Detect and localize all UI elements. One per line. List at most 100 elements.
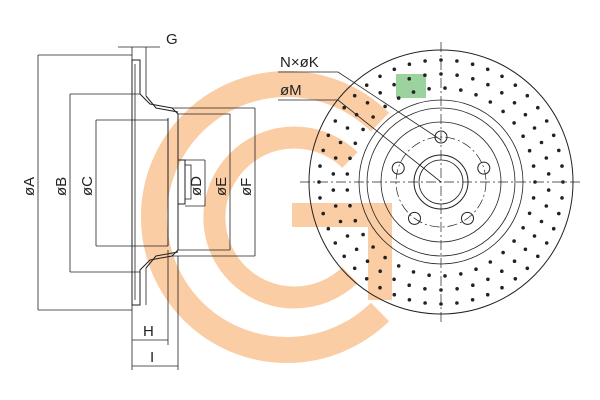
drill-hole bbox=[544, 241, 549, 245]
drill-hole bbox=[488, 260, 493, 264]
watermark-ring-inner bbox=[203, 126, 358, 309]
drill-hole bbox=[318, 164, 322, 168]
drill-hole bbox=[513, 83, 518, 87]
drill-hole bbox=[470, 62, 475, 66]
drill-hole bbox=[423, 59, 427, 63]
drill-hole bbox=[486, 82, 490, 87]
drill-hole bbox=[407, 77, 412, 81]
drill-hole bbox=[536, 105, 540, 110]
drill-hole bbox=[378, 269, 383, 274]
drill-hole bbox=[523, 247, 528, 252]
drill-hole bbox=[455, 73, 459, 77]
drill-hole bbox=[348, 156, 352, 161]
leader-nk bbox=[278, 71, 442, 141]
bolt-hole bbox=[434, 130, 448, 144]
drill-hole bbox=[532, 234, 537, 238]
drill-hole bbox=[365, 101, 370, 105]
center-bore-section bbox=[184, 164, 192, 200]
drill-hole bbox=[500, 269, 504, 274]
drill-hole bbox=[383, 255, 387, 260]
drill-hole bbox=[470, 298, 475, 302]
drill-hole bbox=[546, 188, 551, 192]
drill-hole bbox=[326, 226, 331, 231]
drill-hole bbox=[378, 285, 382, 290]
drill-hole bbox=[521, 134, 525, 138]
drill-hole bbox=[427, 87, 431, 91]
label-dim-i: I bbox=[150, 349, 154, 366]
drill-hole bbox=[485, 67, 490, 72]
drill-hole bbox=[345, 126, 350, 130]
drill-hole bbox=[539, 219, 544, 224]
label-dim-a: øA bbox=[21, 177, 38, 196]
drill-hole bbox=[523, 112, 528, 117]
drilled-holes-group bbox=[317, 58, 565, 306]
front-view: N×øK øM bbox=[278, 42, 582, 322]
drill-hole bbox=[512, 101, 517, 105]
drill-hole bbox=[407, 298, 412, 302]
drill-hole bbox=[500, 74, 504, 79]
drill-hole bbox=[560, 196, 564, 200]
drill-hole bbox=[353, 141, 358, 146]
drill-hole bbox=[345, 172, 350, 176]
side-section-view: øA øB øC øD øE øF G H I bbox=[21, 31, 256, 370]
drill-hole bbox=[512, 121, 516, 125]
drill-hole bbox=[407, 62, 412, 66]
drill-hole bbox=[378, 74, 382, 79]
drill-hole bbox=[525, 266, 530, 271]
drill-hole bbox=[551, 133, 556, 138]
label-dim-nk: N×øK bbox=[280, 54, 319, 71]
drill-hole bbox=[326, 133, 331, 138]
drill-hole bbox=[512, 259, 517, 264]
drill-hole bbox=[546, 172, 551, 176]
drill-hole bbox=[455, 59, 459, 63]
drill-hole bbox=[365, 259, 370, 264]
drill-hole bbox=[536, 254, 540, 259]
label-dim-g: G bbox=[166, 31, 178, 48]
drill-hole bbox=[396, 264, 401, 268]
drill-hole bbox=[443, 86, 447, 90]
bolt-holes-group bbox=[391, 130, 491, 225]
drill-hole bbox=[333, 119, 338, 123]
drill-hole bbox=[500, 91, 504, 95]
drill-hole bbox=[352, 93, 357, 98]
drill-hole bbox=[318, 196, 322, 200]
drill-hole bbox=[333, 241, 338, 245]
drill-hole bbox=[342, 105, 347, 110]
label-dim-b: øB bbox=[53, 177, 70, 196]
bolt-hole bbox=[408, 211, 421, 225]
drill-hole bbox=[459, 272, 463, 276]
drill-hole bbox=[364, 83, 369, 87]
drill-hole bbox=[459, 88, 463, 92]
drill-hole bbox=[471, 77, 475, 81]
drill-hole bbox=[539, 140, 544, 145]
drill-hole bbox=[354, 247, 359, 252]
label-dim-d: øD bbox=[188, 176, 205, 196]
drill-hole bbox=[488, 100, 493, 104]
drill-hole bbox=[527, 211, 532, 216]
drill-hole bbox=[525, 93, 530, 98]
drill-hole bbox=[345, 188, 350, 192]
drill-hole bbox=[557, 148, 561, 153]
drill-hole bbox=[331, 188, 336, 192]
bolt-hole bbox=[391, 161, 405, 175]
drill-hole bbox=[423, 301, 427, 305]
drill-hole bbox=[474, 267, 478, 272]
drill-hole bbox=[371, 245, 375, 249]
drill-hole bbox=[321, 148, 326, 153]
drill-hole bbox=[364, 277, 369, 281]
drill-hole bbox=[392, 277, 396, 282]
drill-hole bbox=[531, 196, 536, 200]
drill-hole bbox=[371, 115, 375, 119]
watermark-ring-outer bbox=[141, 71, 390, 363]
drill-hole bbox=[333, 204, 338, 208]
bolt-hole bbox=[477, 161, 491, 175]
drill-hole bbox=[348, 203, 352, 208]
drill-hole bbox=[512, 239, 516, 243]
drill-hole bbox=[392, 82, 396, 87]
drill-hole bbox=[338, 140, 343, 145]
drill-hole bbox=[500, 285, 504, 290]
drill-hole bbox=[353, 218, 358, 223]
drill-hole bbox=[392, 67, 397, 72]
drill-hole bbox=[361, 127, 365, 132]
label-dim-m: øM bbox=[280, 82, 302, 99]
